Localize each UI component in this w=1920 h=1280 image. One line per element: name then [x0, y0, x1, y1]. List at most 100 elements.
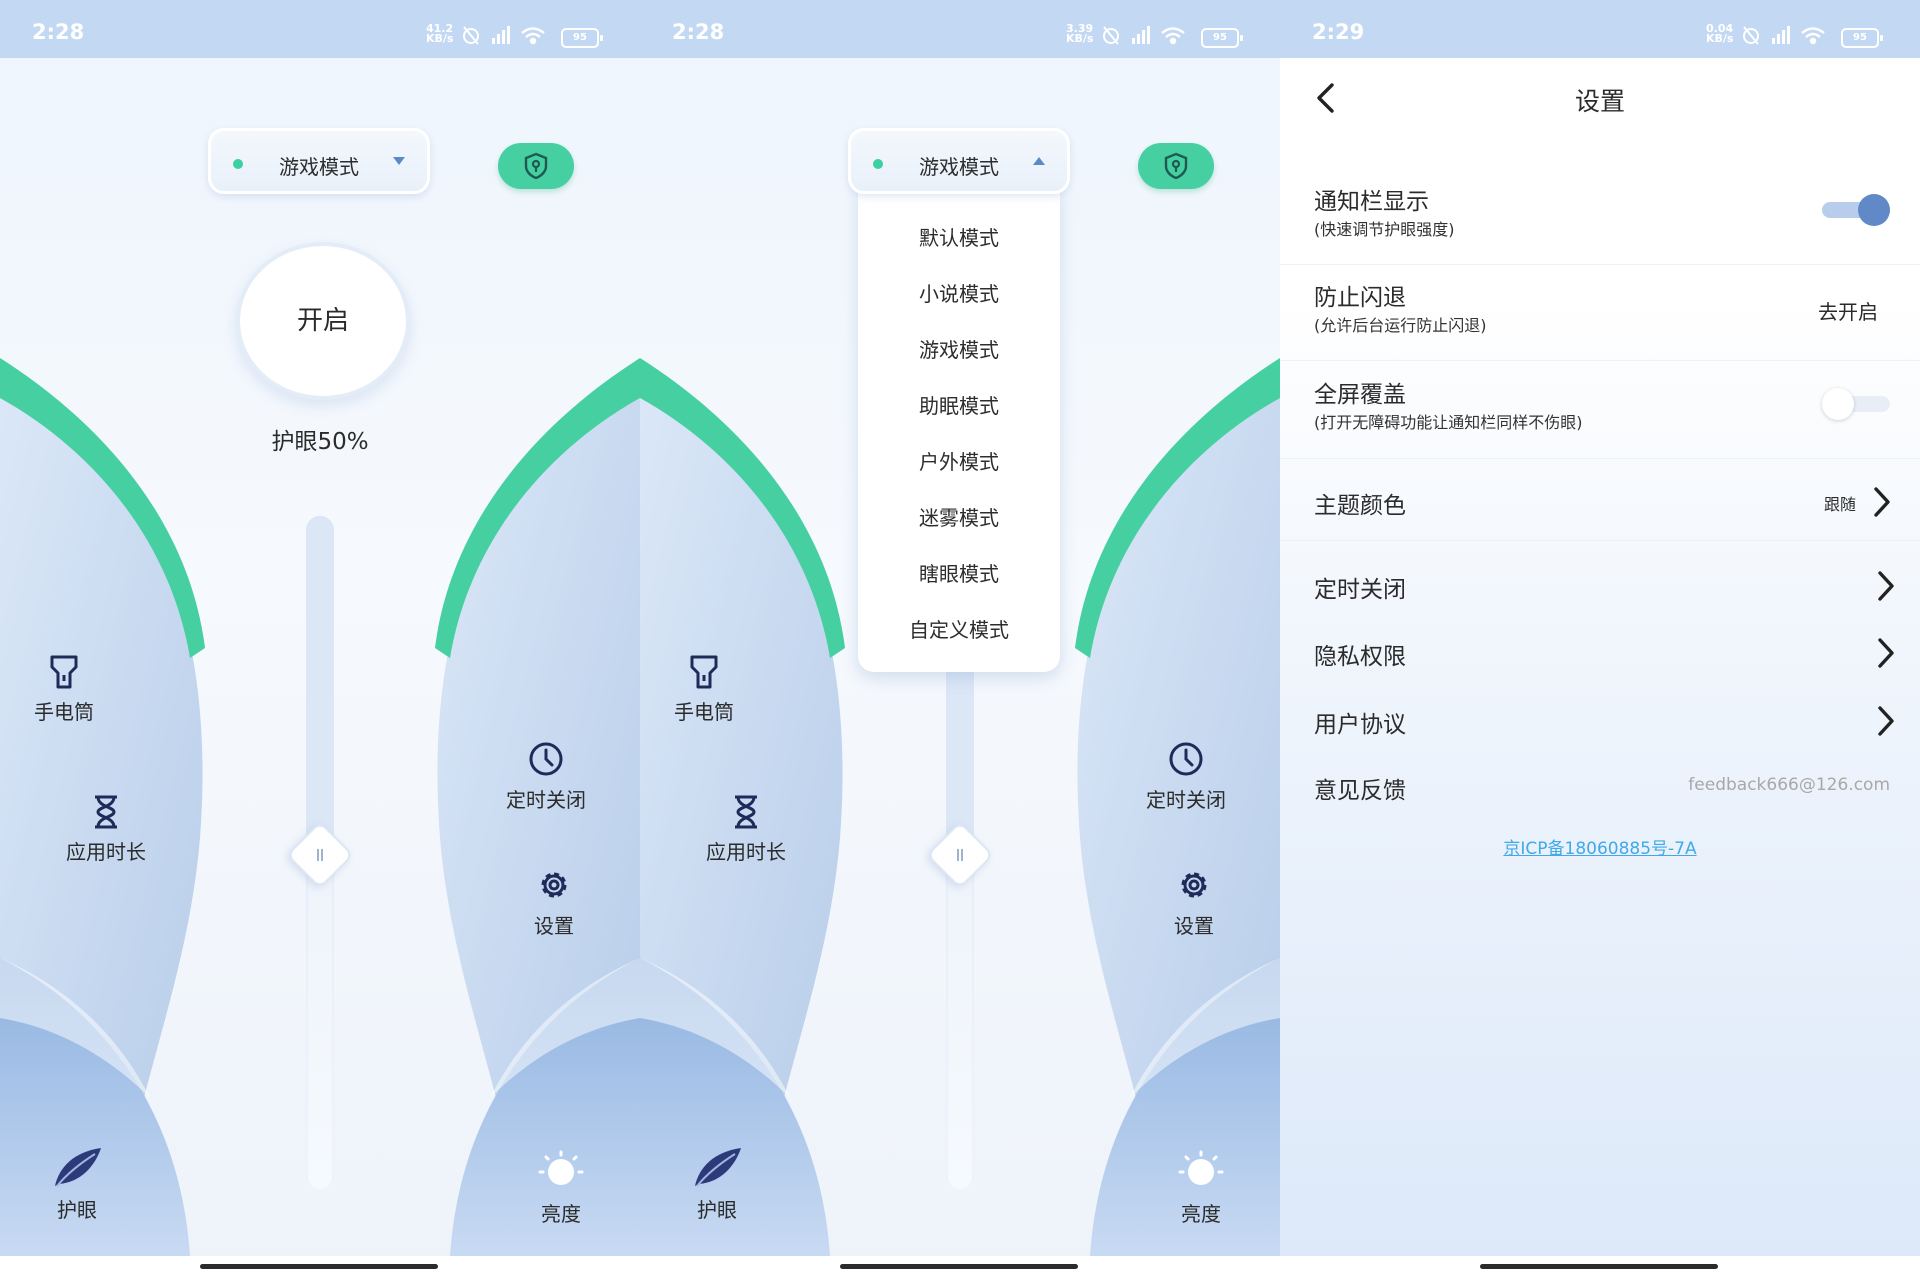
gear-icon	[541, 872, 567, 898]
chevron-down-icon	[393, 157, 405, 165]
setting-anti-crash[interactable]: 防止闪退 (允许后台运行防止闪退) 去开启	[1314, 278, 1890, 348]
chevron-up-icon	[1033, 157, 1045, 165]
fullscreen-toggle[interactable]	[1822, 388, 1890, 420]
signal-icon	[1132, 26, 1150, 44]
setting-fullscreen-overlay: 全屏覆盖 (打开无障碍功能让通知栏同样不伤眼)	[1314, 375, 1890, 445]
chevron-right-icon	[1878, 706, 1894, 736]
flashlight-label: 手电筒	[674, 700, 734, 724]
setting-title: 防止闪退	[1314, 285, 1406, 311]
status-bar: 2:29 0.04 KB/s 95	[1280, 0, 1920, 58]
flashlight-button[interactable]: 手电筒	[22, 654, 106, 725]
setting-timer-off[interactable]: 定时关闭	[1314, 570, 1894, 610]
back-arrow-icon[interactable]	[1312, 82, 1340, 114]
mode-selected-label: 游戏模式	[919, 155, 999, 179]
timer-off-button[interactable]: 定时关闭	[496, 740, 596, 813]
signal-icon	[492, 26, 510, 44]
alarm-icon	[1103, 26, 1119, 45]
brightness-label: 亮度	[1181, 1202, 1221, 1226]
slider-fill	[306, 516, 334, 853]
status-icons	[463, 26, 545, 45]
network-speed-value: 0.04	[1706, 22, 1734, 35]
screen-settings: 2:29 0.04 KB/s 95 设置 通知栏显示 (快速调节护眼强度) 防止…	[1280, 0, 1920, 1280]
status-icons	[1103, 26, 1185, 45]
brightness-tab[interactable]: 亮度	[1166, 1150, 1236, 1227]
mode-selector[interactable]: 游戏模式	[208, 128, 430, 194]
status-bar: 2:28 3.39 KB/s 95	[640, 0, 1280, 58]
mode-status-dot	[233, 159, 243, 169]
chevron-right-icon	[1874, 487, 1890, 517]
eye-protect-label: 护眼	[57, 1198, 97, 1222]
mode-option[interactable]: 小说模式	[919, 282, 999, 306]
mode-option[interactable]: 游戏模式	[919, 338, 999, 362]
network-speed: 0.04 KB/s	[1706, 22, 1734, 44]
settings-button[interactable]: 设置	[514, 866, 594, 939]
setting-theme-color[interactable]: 主题颜色 跟随	[1314, 486, 1890, 526]
setting-title: 定时关闭	[1314, 577, 1406, 603]
setting-title: 意见反馈	[1314, 778, 1406, 804]
mode-option[interactable]: 默认模式	[919, 226, 999, 250]
eye-protect-tab[interactable]: 护眼	[42, 1146, 112, 1223]
flashlight-button[interactable]: 手电筒	[662, 654, 746, 725]
setting-subtitle: (打开无障碍功能让通知栏同样不伤眼)	[1314, 413, 1583, 432]
wifi-icon	[1801, 27, 1825, 45]
background-leaf-art	[0, 358, 640, 1256]
mode-option[interactable]: 自定义模式	[909, 618, 1009, 642]
network-speed-value: 3.39	[1066, 22, 1094, 35]
clock-icon	[529, 742, 563, 776]
anti-crash-enable-link[interactable]: 去开启	[1818, 300, 1878, 324]
setting-feedback[interactable]: 意见反馈 feedback666@126.com	[1314, 771, 1890, 811]
screen-home: 2:28 41.2 KB/s 95 游戏模式 开启 护眼50%	[0, 0, 640, 1280]
signal-icon	[1772, 26, 1790, 44]
feedback-email[interactable]: feedback666@126.com	[1688, 775, 1890, 795]
setting-title: 全屏覆盖	[1314, 382, 1406, 408]
brightness-label: 亮度	[541, 1202, 581, 1226]
protection-shield-button[interactable]	[498, 143, 574, 189]
status-time: 2:28	[672, 20, 725, 44]
home-indicator[interactable]	[200, 1264, 438, 1269]
chevron-right-icon	[1878, 638, 1894, 668]
mode-option[interactable]: 户外模式	[919, 450, 999, 474]
mode-status-dot	[873, 159, 883, 169]
home-indicator[interactable]	[1480, 1264, 1718, 1269]
setting-user-agreement[interactable]: 用户协议	[1314, 705, 1894, 745]
notification-toggle[interactable]	[1822, 194, 1890, 226]
app-usage-label: 应用时长	[66, 840, 146, 864]
chevron-right-icon	[1878, 571, 1894, 601]
settings-label: 设置	[1174, 914, 1214, 938]
eye-protection-level: 护眼50%	[271, 429, 369, 455]
app-usage-button[interactable]: 应用时长	[698, 794, 794, 865]
home-indicator[interactable]	[840, 1264, 1078, 1269]
timer-off-button[interactable]: 定时关闭	[1136, 740, 1236, 813]
alarm-icon	[463, 26, 479, 45]
theme-value: 跟随	[1824, 495, 1857, 514]
mode-option[interactable]: 助眠模式	[919, 394, 999, 418]
flashlight-label: 手电筒	[34, 700, 94, 724]
power-toggle-button[interactable]: 开启	[236, 242, 410, 400]
setting-notification-bar: 通知栏显示 (快速调节护眼强度)	[1314, 182, 1890, 252]
brightness-tab[interactable]: 亮度	[526, 1150, 596, 1227]
mode-selector[interactable]: 游戏模式	[848, 128, 1070, 194]
flashlight-icon	[690, 655, 718, 689]
hourglass-icon	[735, 795, 757, 829]
network-speed-unit: KB/s	[1066, 32, 1094, 45]
eye-protect-tab[interactable]: 护眼	[682, 1146, 752, 1223]
app-usage-button[interactable]: 应用时长	[58, 794, 154, 865]
shield-icon	[1164, 152, 1188, 180]
mode-option[interactable]: 迷雾模式	[919, 506, 999, 530]
status-bar: 2:28 41.2 KB/s 95	[0, 0, 640, 58]
network-speed-unit: KB/s	[426, 32, 454, 45]
setting-title: 主题颜色	[1314, 493, 1406, 519]
setting-title: 用户协议	[1314, 712, 1406, 738]
settings-button[interactable]: 设置	[1154, 866, 1234, 939]
setting-subtitle: (允许后台运行防止闪退)	[1314, 316, 1487, 335]
setting-privacy[interactable]: 隐私权限	[1314, 637, 1894, 677]
shield-icon	[524, 152, 548, 180]
mode-option[interactable]: 瞎眼模式	[919, 562, 999, 586]
leaf-icon	[695, 1148, 741, 1187]
clock-icon	[1169, 742, 1203, 776]
gear-icon	[1181, 872, 1207, 898]
battery-icon: 95	[1841, 28, 1883, 48]
protection-shield-button[interactable]	[1138, 143, 1214, 189]
icp-license-link[interactable]: 京ICP备18060885号-7A	[1503, 839, 1697, 859]
page-title: 设置	[1574, 87, 1625, 116]
